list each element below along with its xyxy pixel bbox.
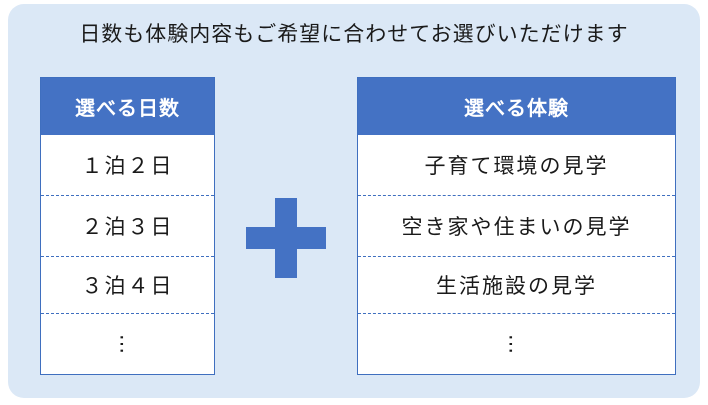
- experience-option-item: 生活施設の見学: [358, 257, 675, 314]
- days-option-item: ３泊４日: [41, 257, 214, 314]
- days-option-more: …: [41, 314, 214, 374]
- days-option-item: ２泊３日: [41, 196, 214, 257]
- days-options-header: 選べる日数: [41, 78, 214, 135]
- days-option-item: １泊２日: [41, 135, 214, 196]
- experience-options-header: 選べる体験: [358, 78, 675, 135]
- more-ellipsis: …: [115, 334, 140, 354]
- experience-option-item: 空き家や住まいの見学: [358, 196, 675, 257]
- days-options-box: 選べる日数 １泊２日 ２泊３日 ３泊４日 …: [40, 77, 215, 375]
- experience-options-box: 選べる体験 子育て環境の見学 空き家や住まいの見学 生活施設の見学 …: [357, 77, 676, 375]
- experience-option-more: …: [358, 314, 675, 374]
- more-ellipsis: …: [504, 334, 529, 354]
- experience-option-item: 子育て環境の見学: [358, 135, 675, 196]
- headline: 日数も体験内容もご希望に合わせてお選びいただけます: [79, 22, 629, 46]
- plus-icon: [246, 198, 326, 278]
